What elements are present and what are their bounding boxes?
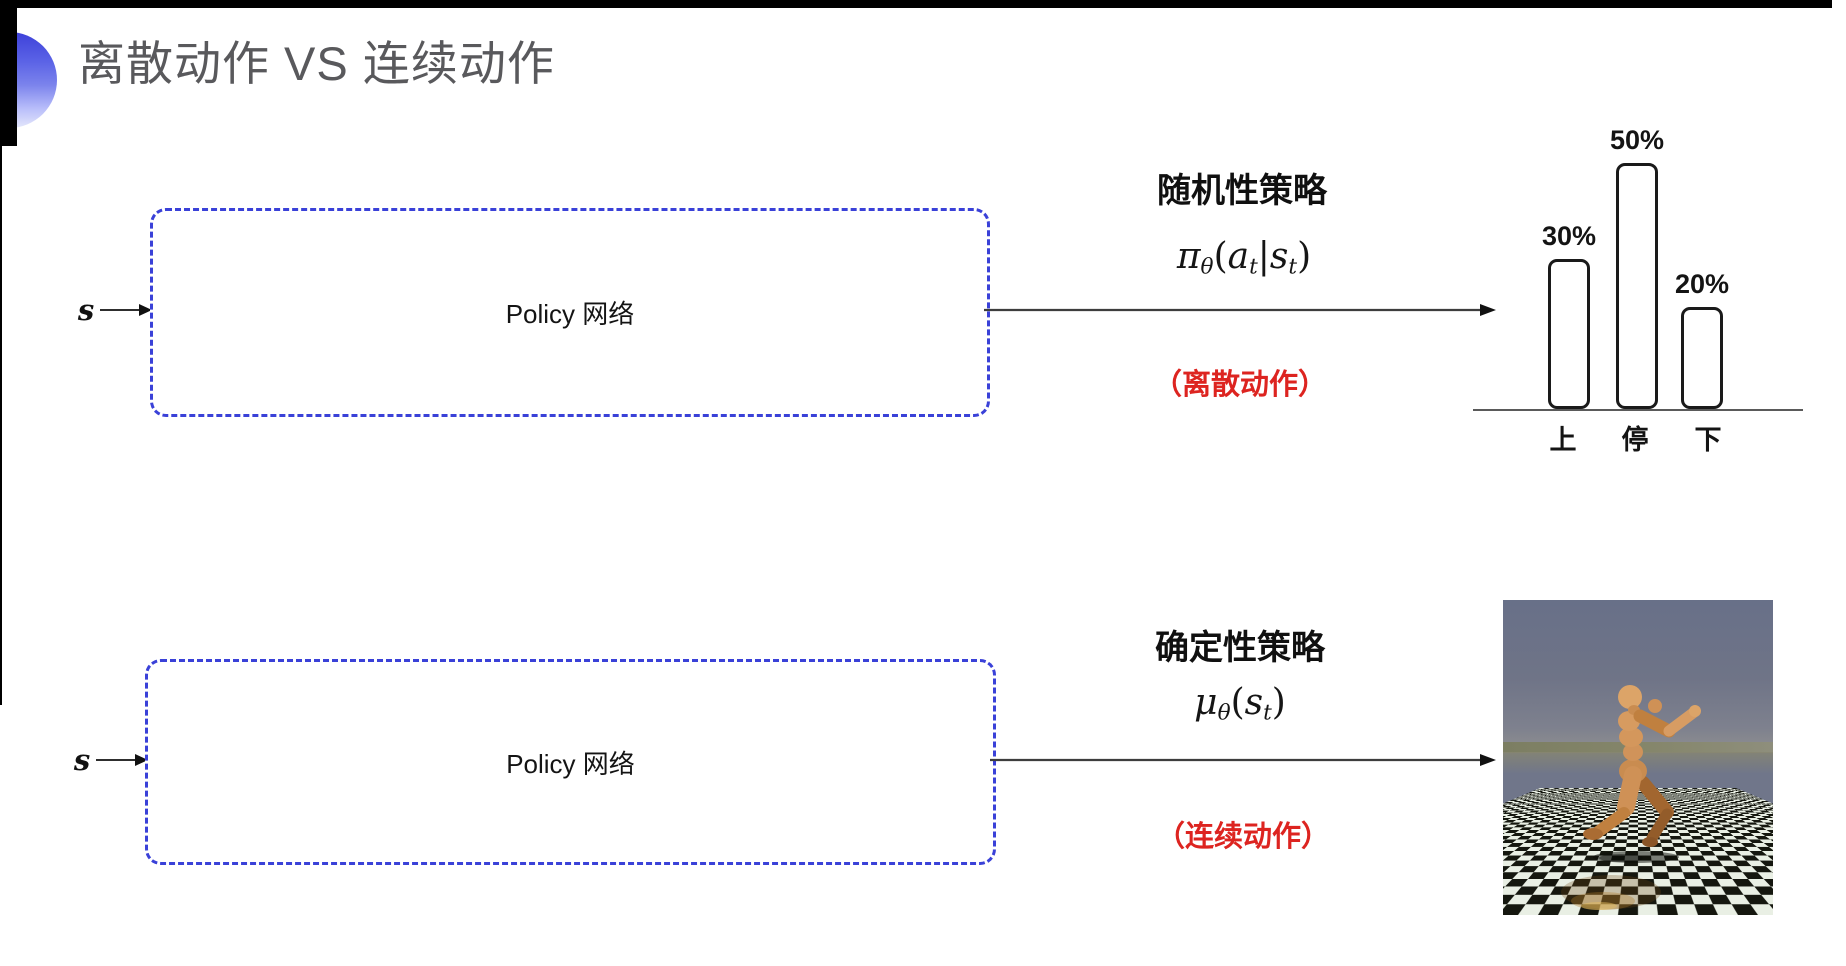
action-note-discrete: （离散动作） <box>1153 361 1327 403</box>
bar-value-label: 20% <box>1675 269 1729 300</box>
bar-value-label: 50% <box>1610 125 1664 156</box>
action-probability-bar-chart: 30% 50% 20% 上 停 下 <box>1473 100 1805 460</box>
x-axis-label: 下 <box>1678 418 1738 457</box>
formula-arg1: s <box>1245 682 1263 723</box>
chart-baseline <box>1473 409 1803 411</box>
humanoid-robot-figure <box>1503 600 1773 915</box>
policy-network-box-top: Policy 网络 <box>150 208 990 417</box>
action-note-continuous: （连续动作） <box>1156 813 1330 855</box>
output-arrow-top <box>984 302 1496 323</box>
arrow-right-icon <box>990 752 1496 768</box>
bar <box>1548 259 1590 409</box>
formula-arg1-sub: t <box>1249 254 1258 279</box>
state-input-label-bottom: s <box>74 743 90 777</box>
bar <box>1681 307 1723 409</box>
state-input-label-top: s <box>78 293 94 327</box>
formula-pipe: | <box>1258 236 1270 277</box>
left-black-blob <box>0 0 17 146</box>
bar-column: 50% <box>1607 125 1667 409</box>
formula-lparen: ( <box>1231 682 1245 723</box>
top-black-strip <box>0 0 1832 8</box>
bar-column: 30% <box>1539 221 1599 409</box>
formula-stochastic: πθ(at|st) <box>1177 236 1311 277</box>
formula-symbol: π <box>1177 236 1201 277</box>
formula-lparen: ( <box>1214 236 1228 277</box>
input-arrow-top <box>100 303 152 322</box>
formula-rparen: ) <box>1297 236 1311 277</box>
arrow-right-icon <box>100 303 152 317</box>
policy-network-box-bottom: Policy 网络 <box>145 659 996 865</box>
x-axis-label: 上 <box>1533 418 1593 457</box>
bar-column: 20% <box>1672 269 1732 409</box>
formula-deterministic: μθ(st) <box>1194 682 1286 723</box>
page-title: 离散动作 VS 连续动作 <box>78 36 555 92</box>
bar-value-label: 30% <box>1542 221 1596 252</box>
formula-rparen: ) <box>1272 682 1286 723</box>
policy-title-stochastic: 随机性策略 <box>1157 163 1327 212</box>
formula-symbol: μ <box>1194 682 1217 723</box>
policy-network-label-bottom: Policy 网络 <box>506 744 635 781</box>
formula-arg2-sub: t <box>1288 254 1297 279</box>
humanoid-simulation-image <box>1503 600 1773 915</box>
policy-network-label-top: Policy 网络 <box>506 294 635 331</box>
formula-arg1: a <box>1228 236 1249 277</box>
arrow-right-icon <box>96 753 148 767</box>
formula-arg2: s <box>1270 236 1288 277</box>
policy-title-deterministic: 确定性策略 <box>1155 620 1325 669</box>
bar <box>1616 163 1658 409</box>
input-arrow-bottom <box>96 753 148 772</box>
arrow-right-icon <box>984 302 1496 318</box>
formula-symbol-sub: θ <box>1218 700 1231 725</box>
formula-arg1-sub: t <box>1263 700 1272 725</box>
formula-symbol-sub: θ <box>1201 254 1214 279</box>
output-arrow-bottom <box>990 752 1496 773</box>
x-axis-label: 停 <box>1605 418 1665 457</box>
